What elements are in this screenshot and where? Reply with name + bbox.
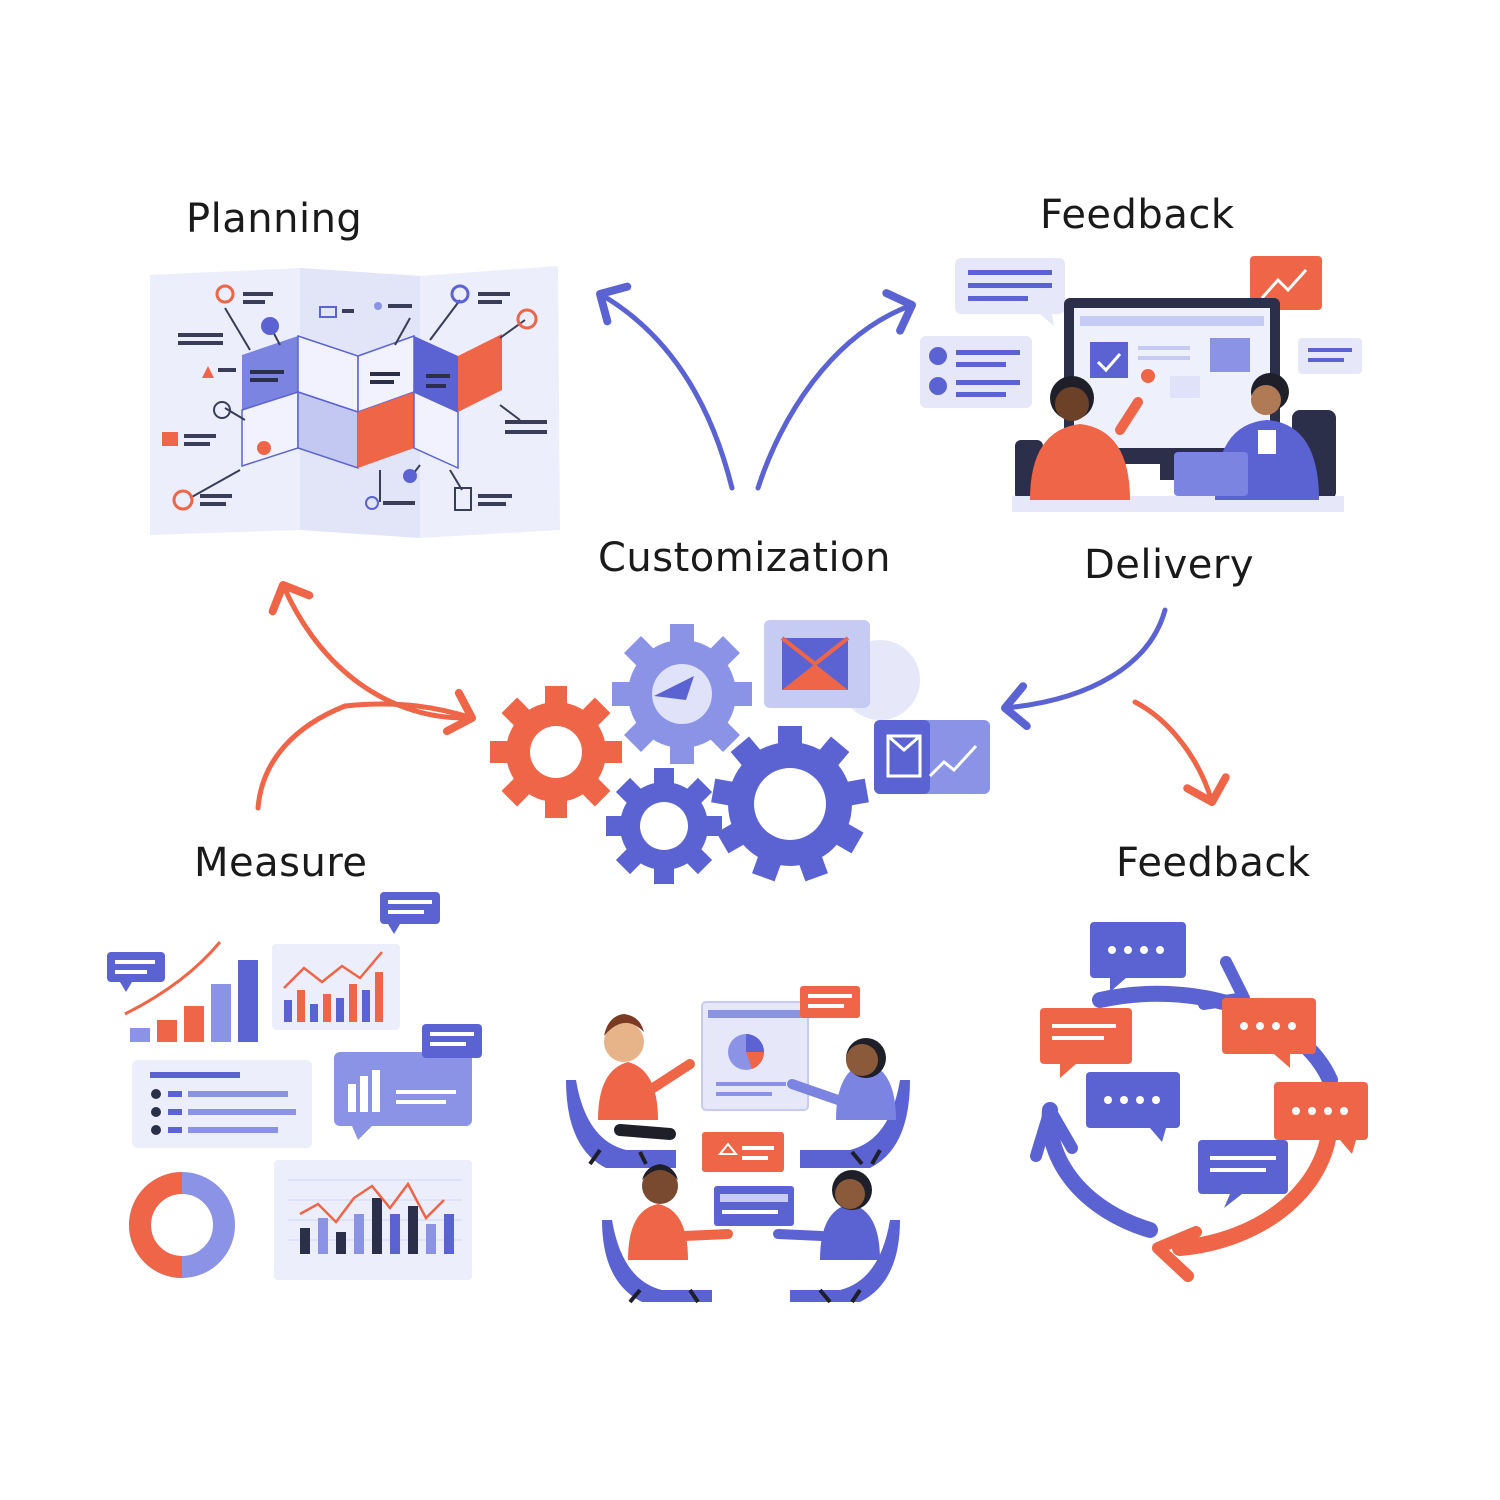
measure-dashboard-illustration	[107, 892, 482, 1280]
donut-chart-icon	[129, 1172, 235, 1278]
chat-bubble-orange-far-right	[1274, 1082, 1368, 1154]
feedback-monitor-illustration	[920, 256, 1362, 512]
team-meeting-illustration	[566, 986, 910, 1304]
chat-bubble-orange-left	[1040, 1008, 1132, 1078]
chat-bubble-blue-middle	[1086, 1072, 1180, 1142]
gear-small-blue	[606, 768, 722, 884]
planning-label: Planning	[186, 196, 363, 242]
planning-map-illustration	[150, 266, 560, 538]
gear-orange	[490, 686, 622, 818]
measure-label: Measure	[194, 840, 368, 886]
chart-card-icon	[874, 720, 990, 794]
mail-card-icon	[764, 620, 920, 720]
delivery-label: Delivery	[1084, 542, 1255, 588]
customization-label: Customization	[598, 535, 891, 581]
feedback-cycle-illustration	[1030, 922, 1368, 1282]
feedback-top-label: Feedback	[1040, 192, 1235, 238]
gear-light	[612, 624, 752, 764]
gear-large-blue	[711, 726, 869, 882]
feedback-bottom-label: Feedback	[1116, 840, 1311, 886]
flow-arrows	[255, 282, 1230, 811]
chat-bubble-blue-bottom	[1198, 1140, 1288, 1208]
chat-bubble-blue-top	[1090, 922, 1186, 992]
customization-gears	[490, 620, 990, 884]
chat-bubble-orange-right	[1222, 998, 1316, 1068]
